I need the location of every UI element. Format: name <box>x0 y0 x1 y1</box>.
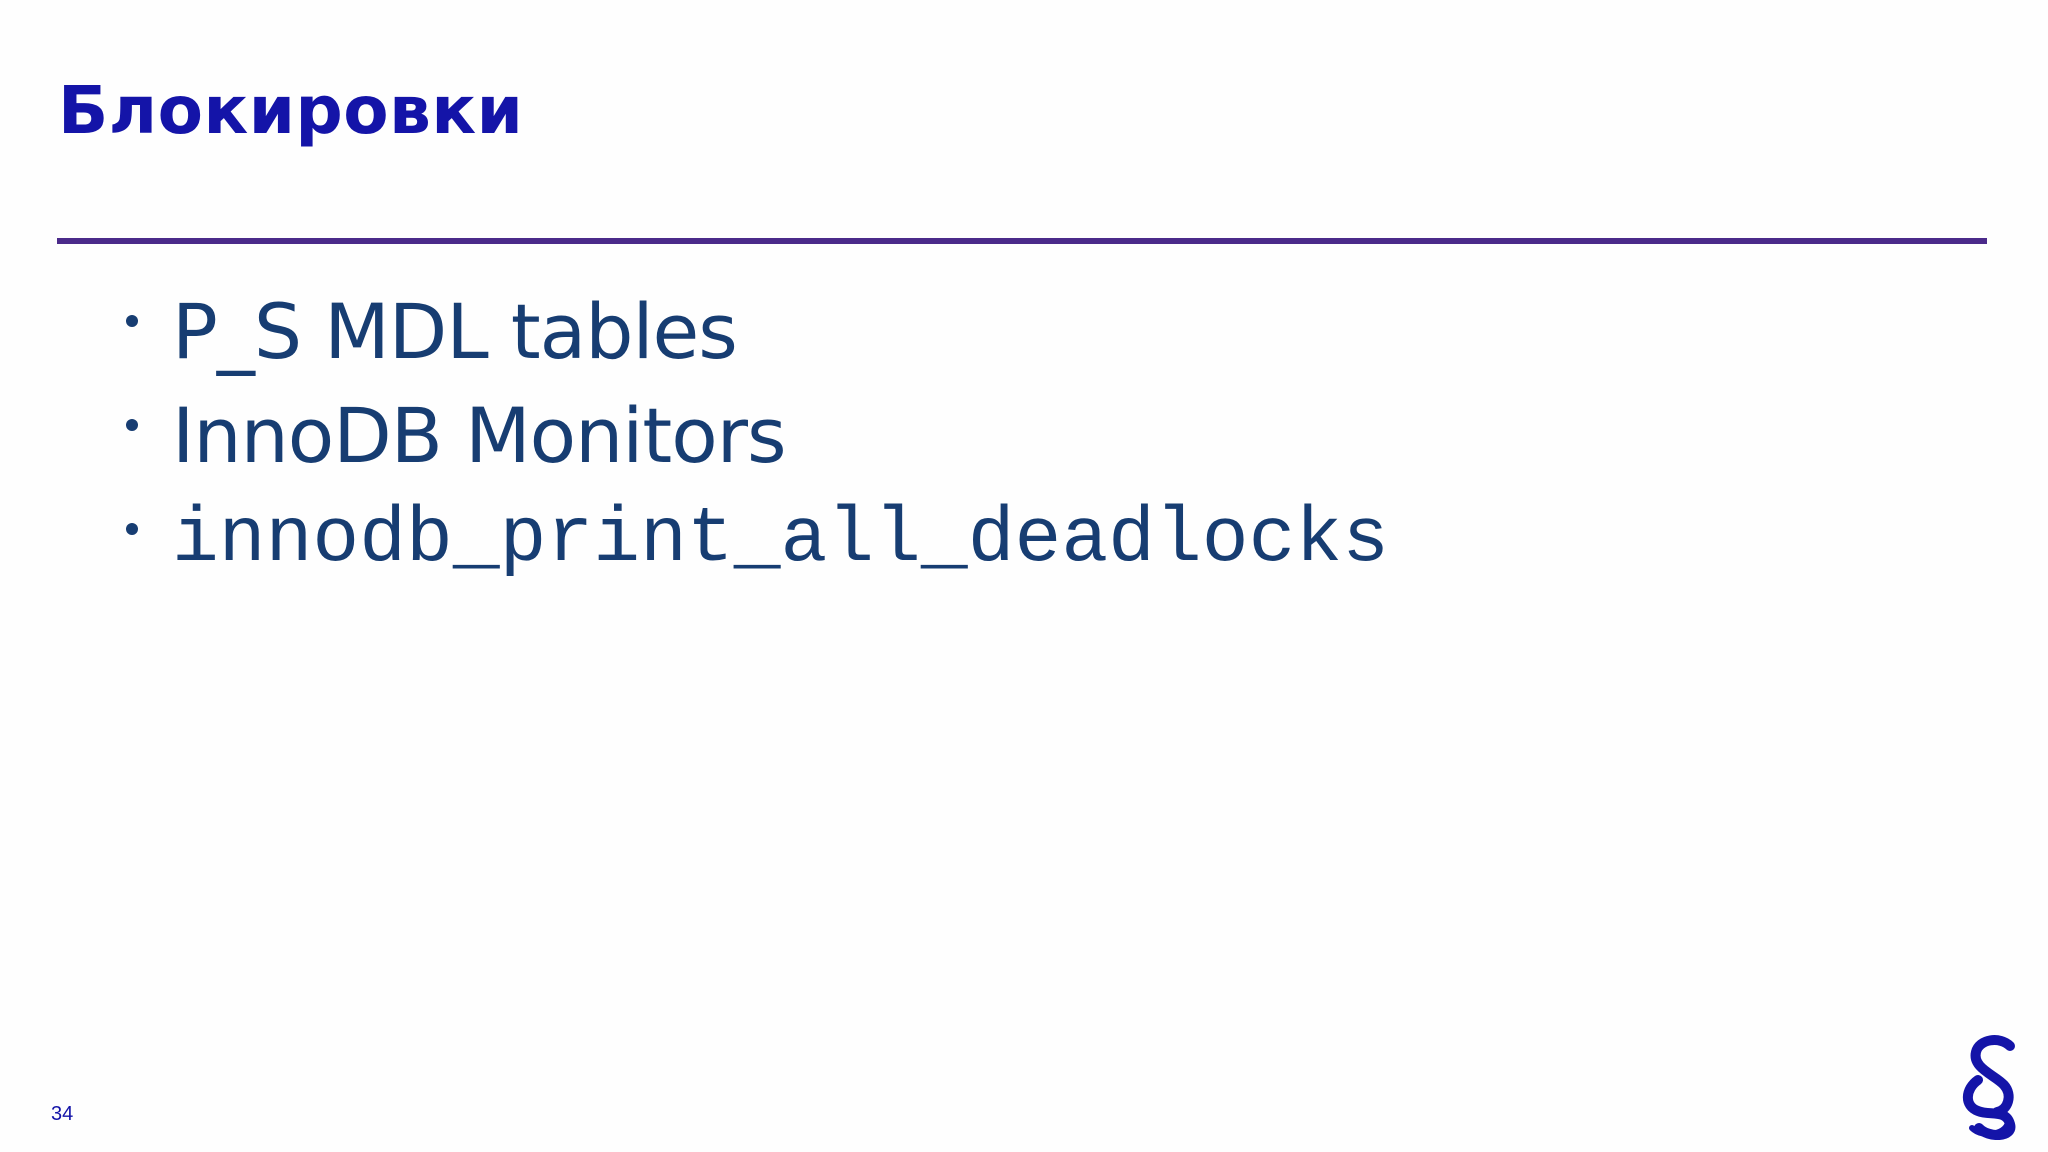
section-sign-logo-icon <box>1962 1035 2016 1140</box>
bullet-text: P_S MDL tables <box>172 287 738 376</box>
bullet-icon <box>126 523 138 535</box>
bullet-list: P_S MDL tables InnoDB Monitors innodb_pr… <box>126 280 1389 592</box>
list-item: InnoDB Monitors <box>126 384 1389 488</box>
list-item: innodb_print_all_deadlocks <box>126 488 1389 592</box>
title-divider <box>57 238 1987 244</box>
list-item: P_S MDL tables <box>126 280 1389 384</box>
bullet-icon <box>126 315 138 327</box>
slide-title: Блокировки <box>58 72 524 149</box>
bullet-icon <box>126 419 138 431</box>
page-number: 34 <box>51 1103 74 1125</box>
bullet-text: innodb_print_all_deadlocks <box>172 496 1389 584</box>
bullet-text: InnoDB Monitors <box>172 391 787 480</box>
